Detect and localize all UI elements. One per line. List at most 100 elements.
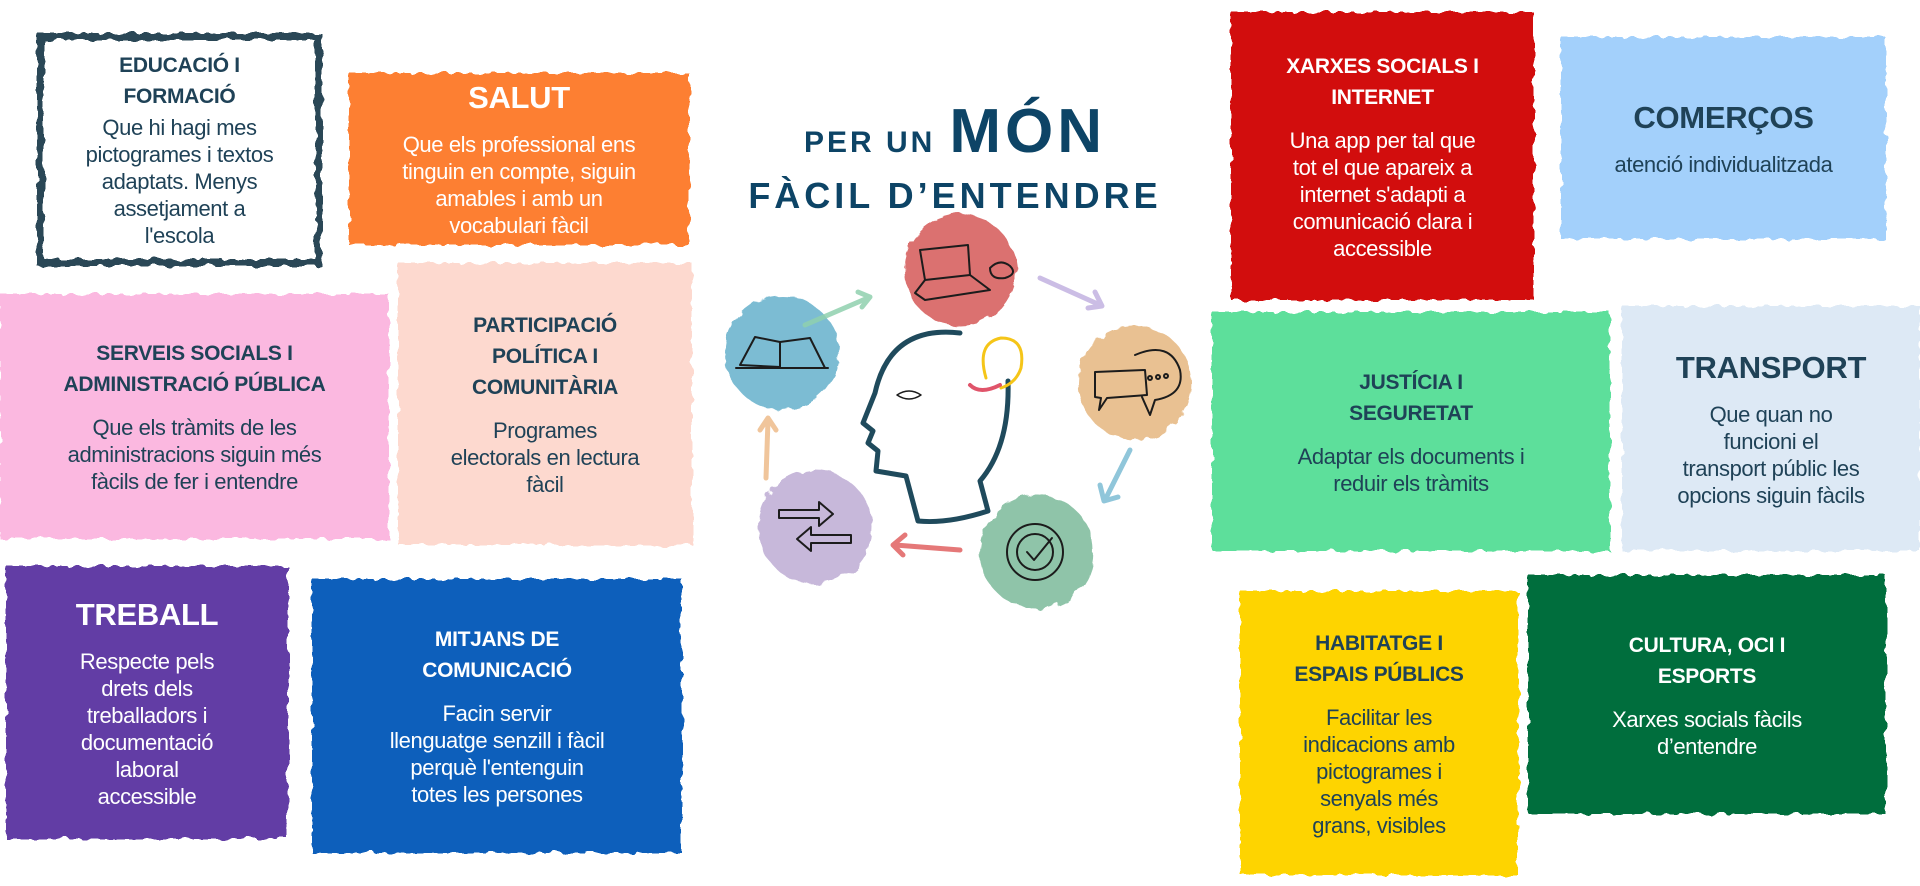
card-title: XARXES SOCIALS I INTERNET bbox=[1286, 51, 1479, 113]
card-title-line: COMUNICACIÓ bbox=[422, 659, 572, 682]
card-body-line: Que quan no bbox=[1709, 401, 1833, 427]
card-body-line: pictogrames i textos bbox=[85, 142, 274, 167]
card-title-line: EDUCACIÓ I bbox=[119, 54, 240, 77]
card-body-line: Que hi hagi mes bbox=[102, 115, 257, 140]
card-title: COMERÇOS bbox=[1633, 99, 1813, 137]
card-body-line: comunicació clara i bbox=[1292, 208, 1473, 234]
card-body-line: assetjament a bbox=[113, 196, 246, 221]
head-lightbulb-icon bbox=[860, 329, 1024, 525]
card-background bbox=[1622, 306, 1920, 551]
card-body-line: fàcils de fer i entendre bbox=[91, 469, 298, 494]
card-body-line: drets dels bbox=[101, 675, 193, 701]
card-body-line: perquè l'entenguin bbox=[410, 755, 584, 780]
card-body-line: transport públic les bbox=[1682, 455, 1860, 481]
card-background bbox=[398, 263, 692, 545]
exchange-arrows-icon bbox=[778, 501, 852, 552]
open-book-icon bbox=[735, 336, 829, 369]
card-body-line: opcions siguin fàcils bbox=[1677, 482, 1865, 508]
card-body-line: indicacions amb bbox=[1303, 731, 1455, 757]
card-title-line: MITJANS DE bbox=[434, 628, 560, 651]
card-title-line: FORMACIÓ bbox=[123, 85, 236, 108]
card-background bbox=[312, 579, 682, 853]
card-title-line: SEGURETAT bbox=[1349, 401, 1473, 425]
card-background bbox=[1212, 312, 1610, 551]
card-background bbox=[1240, 591, 1518, 875]
card-title-line: PARTICIPACIÓ bbox=[473, 314, 617, 337]
card-body-line: Una app per tal que bbox=[1289, 127, 1476, 153]
card-body-line: Que els professional ens bbox=[402, 132, 636, 157]
card-body-line: Respecte pels bbox=[79, 648, 215, 674]
card-title-line: COMUNITÀRIA bbox=[471, 376, 619, 399]
card-body-line: administracions siguin més bbox=[67, 442, 322, 467]
card-title-line: SERVEIS SOCIALS I bbox=[96, 342, 293, 365]
card-title-line: COMERÇOS bbox=[1633, 99, 1814, 135]
card-title: JUSTÍCIA I SEGURETAT bbox=[1349, 367, 1473, 429]
card-body-line: reduir els tràmits bbox=[1333, 470, 1489, 496]
card-body-line: Adaptar els documents i bbox=[1297, 443, 1525, 469]
card-body-line: Que els tràmits de les bbox=[92, 415, 297, 440]
topic-card-participacio: PARTICIPACIÓ POLÍTICA I COMUNITÀRIA Program… bbox=[398, 263, 692, 545]
card-body-line: senyals més bbox=[1320, 785, 1438, 811]
card-title-line: TRANSPORT bbox=[1675, 349, 1867, 385]
card-body-line: accessible bbox=[1333, 235, 1432, 261]
topic-card-justicia: JUSTÍCIA I SEGURETAT Adaptar els documents… bbox=[1212, 312, 1610, 551]
card-title-line: TREBALL bbox=[75, 596, 219, 632]
card-background bbox=[1561, 37, 1886, 239]
gear-check-icon bbox=[1006, 523, 1064, 581]
topic-card-comercos: COMERÇOS atenció individualitzada bbox=[1561, 37, 1886, 239]
card-body-line: vocabulari fàcil bbox=[449, 213, 589, 238]
card-title: TRANSPORT bbox=[1676, 349, 1866, 387]
card-title-line: INTERNET bbox=[1331, 85, 1434, 109]
card-title-line: JUSTÍCIA I bbox=[1359, 370, 1463, 394]
card-body-line: amables i amb un bbox=[435, 186, 603, 211]
card-body-line: laboral bbox=[115, 756, 179, 782]
card-body-line: l'escola bbox=[144, 223, 215, 248]
card-background bbox=[1231, 12, 1534, 300]
card-title: EDUCACIÓ I FORMACIÓ bbox=[119, 50, 240, 112]
card-title: MITJANS DE COMUNICACIÓ bbox=[422, 624, 572, 686]
card-title-line: XARXES SOCIALS I bbox=[1286, 54, 1479, 78]
card-body-line: Facin servir bbox=[442, 701, 552, 726]
card-body-line: Programes bbox=[492, 418, 597, 443]
speech-bubbles-icon bbox=[1094, 349, 1182, 416]
card-body-line: fàcil bbox=[526, 472, 564, 497]
title-highlight: MÓN bbox=[949, 97, 1106, 166]
card-body-line: accessible bbox=[97, 783, 197, 809]
card-body-line: documentació bbox=[80, 729, 214, 755]
card-body-line: totes les persones bbox=[411, 782, 583, 807]
card-title-line: HABITATGE I bbox=[1315, 631, 1443, 655]
card-title: SERVEIS SOCIALS I ADMINISTRACIÓ PÚBLICA bbox=[63, 338, 325, 400]
card-body-line: pictogrames i bbox=[1316, 758, 1442, 784]
card-title-line: POLÍTICA I bbox=[492, 345, 598, 368]
card-body-line: tinguin en compte, siguin bbox=[402, 159, 636, 184]
card-body: atenció individualitzada bbox=[1615, 151, 1833, 178]
card-body-line: atenció individualitzada bbox=[1614, 151, 1833, 177]
card-body-line: d’entendre bbox=[1657, 733, 1757, 759]
card-background bbox=[349, 73, 689, 245]
card-title-line: ADMINISTRACIÓ PÚBLICA bbox=[63, 373, 326, 396]
card-body-line: tot el que apareix a bbox=[1292, 154, 1473, 180]
card-body-line: treballadors i bbox=[86, 702, 208, 728]
cycle-arrows bbox=[757, 275, 1133, 558]
card-title: PARTICIPACIÓ POLÍTICA I COMUNITÀRIA bbox=[472, 310, 618, 403]
